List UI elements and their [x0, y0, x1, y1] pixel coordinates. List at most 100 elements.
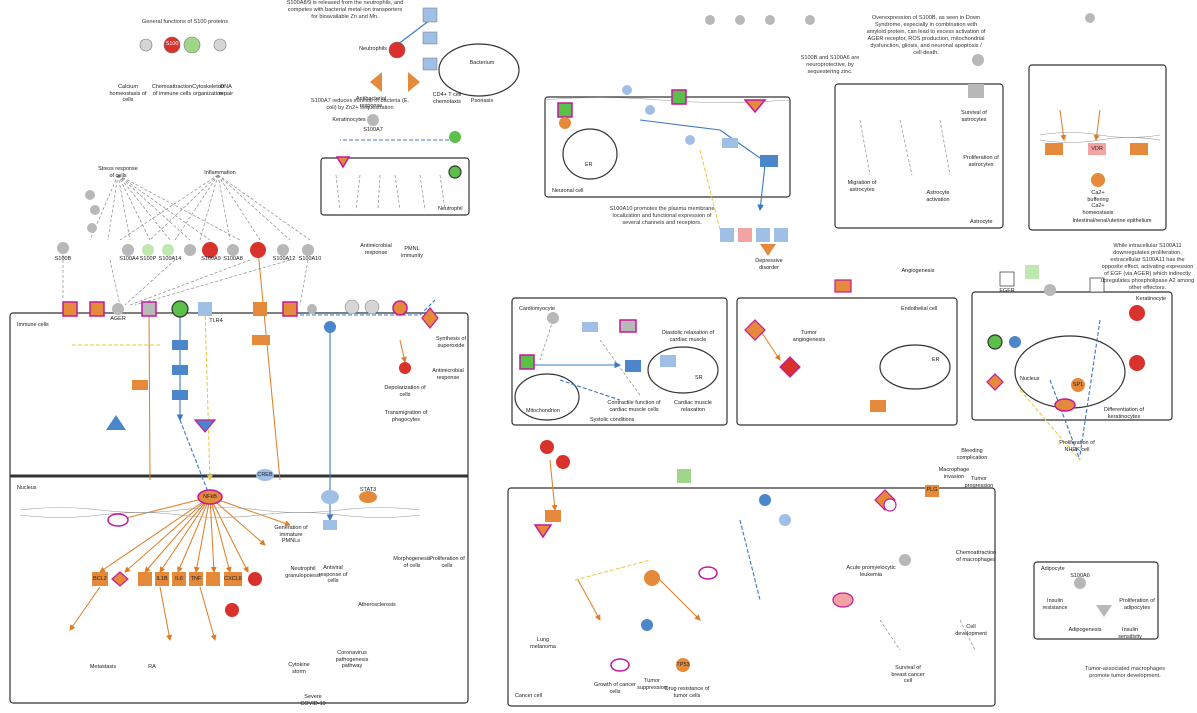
node-antibacterial-2[interactable]: [408, 72, 420, 92]
node-blue-330[interactable]: [324, 321, 336, 333]
node-s100a10-row[interactable]: [302, 244, 314, 256]
node-misc-3[interactable]: [685, 135, 695, 145]
node-s100b-astro[interactable]: [972, 54, 984, 66]
node-cancer-magenta-2[interactable]: [610, 658, 630, 672]
node-misc-7[interactable]: [805, 15, 815, 25]
node-estrogen[interactable]: [1130, 143, 1148, 155]
node-tp53[interactable]: [676, 658, 690, 672]
node-s100-general-2[interactable]: [183, 36, 201, 54]
node-tgf-kera[interactable]: [1025, 265, 1039, 279]
node-stat3[interactable]: [359, 491, 377, 503]
node-receptor-2[interactable]: [89, 301, 105, 317]
node-cancer-blue-4[interactable]: [883, 498, 897, 512]
node-blue-203[interactable]: [193, 419, 217, 433]
node-cancer-red-1[interactable]: [540, 440, 554, 454]
node-il8[interactable]: [206, 572, 220, 586]
node-atp2a[interactable]: [660, 355, 676, 367]
node-stress-2[interactable]: [90, 205, 100, 215]
node-il1b[interactable]: [155, 572, 169, 586]
node-misc-1[interactable]: [622, 85, 632, 95]
node-caspase[interactable]: [106, 415, 126, 430]
node-ryr[interactable]: [625, 360, 641, 372]
node-receptor-3[interactable]: [141, 301, 157, 317]
node-cardio-prox[interactable]: [619, 319, 637, 333]
node-nfkb[interactable]: [197, 489, 223, 505]
node-stress-3[interactable]: [87, 223, 97, 233]
node-endo-4[interactable]: [870, 400, 886, 412]
node-blue-330-nuc[interactable]: [321, 490, 339, 504]
node-receptor-4[interactable]: [198, 302, 212, 316]
node-neutrophil-receptor[interactable]: [335, 156, 351, 169]
node-cancer-tri-1[interactable]: [533, 524, 553, 539]
node-cancer-orange-1[interactable]: [545, 510, 561, 522]
node-bcl2[interactable]: [92, 572, 108, 586]
node-annexin[interactable]: [344, 299, 360, 315]
node-blue-mid-2[interactable]: [172, 365, 188, 375]
node-ager-kera[interactable]: [1089, 277, 1105, 293]
node-endo-3[interactable]: [779, 356, 801, 378]
node-blue-mid-3[interactable]: [172, 390, 188, 400]
node-neuro-2[interactable]: [559, 117, 571, 129]
node-bacterial-1[interactable]: [422, 7, 438, 23]
node-trpc[interactable]: [720, 228, 734, 242]
node-tp53-adipo[interactable]: [1096, 605, 1112, 617]
node-orange-jnk[interactable]: [132, 380, 148, 390]
node-smad2[interactable]: [832, 592, 854, 608]
node-red-kera-2[interactable]: [1129, 355, 1145, 371]
node-traf2[interactable]: [252, 335, 270, 345]
node-s100a8-row[interactable]: [227, 244, 239, 256]
node-s100a12-row[interactable]: [277, 244, 289, 256]
node-ager-astro[interactable]: [968, 84, 984, 98]
node-red-230[interactable]: [225, 603, 239, 617]
node-red-kera-1[interactable]: [1129, 305, 1145, 321]
node-receptor-6[interactable]: [282, 301, 298, 317]
node-cardio-blue[interactable]: [582, 322, 598, 332]
node-green-neutrophil-1[interactable]: [449, 131, 461, 143]
node-magenta-118[interactable]: [107, 513, 129, 527]
node-scn10a[interactable]: [774, 228, 788, 242]
node-misc-8[interactable]: [1085, 13, 1095, 23]
node-cdkn1a[interactable]: [1054, 398, 1076, 412]
node-receptor-1[interactable]: [62, 301, 78, 317]
node-cancer-grey-1[interactable]: [899, 554, 911, 566]
node-cardio-1[interactable]: [519, 354, 535, 370]
node-s100a14-row[interactable]: [162, 244, 174, 256]
node-antibacterial-1[interactable]: [370, 72, 382, 92]
node-blue-tek[interactable]: [323, 520, 337, 530]
node-htr1b[interactable]: [307, 304, 317, 314]
node-misc-5[interactable]: [735, 15, 745, 25]
node-cancer-red-2[interactable]: [556, 455, 570, 469]
node-misc-6[interactable]: [765, 15, 775, 25]
node-s100a11-kera[interactable]: [1044, 284, 1056, 296]
node-kera-magenta[interactable]: [986, 373, 1004, 391]
node-s100a9-depol[interactable]: [399, 362, 411, 374]
node-s100a1-cardio[interactable]: [547, 312, 559, 324]
node-neuro-blue[interactable]: [722, 138, 738, 148]
node-cancer-magenta-1[interactable]: [698, 566, 718, 580]
node-s100g[interactable]: [1091, 173, 1105, 187]
node-cancer-blue-2[interactable]: [779, 514, 791, 526]
node-il3[interactable]: [138, 572, 152, 586]
node-cxcl8[interactable]: [224, 572, 242, 586]
node-neuro-1[interactable]: [557, 102, 573, 118]
node-receptor-5[interactable]: [253, 302, 267, 316]
node-s100a16[interactable]: [1074, 577, 1086, 589]
node-neuro-tri[interactable]: [743, 99, 767, 114]
node-green-neutrophil-2[interactable]: [448, 165, 462, 179]
node-ca2-right[interactable]: [213, 38, 227, 52]
node-misc-2[interactable]: [645, 105, 655, 115]
node-s100a4-row[interactable]: [122, 244, 134, 256]
node-blue-kera[interactable]: [1009, 336, 1021, 348]
node-sp1[interactable]: [1071, 378, 1085, 392]
node-bacterial-2[interactable]: [422, 31, 438, 45]
node-blue-mid-1[interactable]: [172, 340, 188, 350]
node-plg[interactable]: [925, 485, 939, 497]
node-endo-1[interactable]: [744, 319, 766, 341]
node-cancer-green[interactable]: [677, 469, 691, 483]
node-s100a10-immune[interactable]: [364, 299, 380, 315]
node-cancer-blue-3[interactable]: [641, 619, 653, 631]
node-depressive[interactable]: [760, 244, 776, 256]
node-creb[interactable]: [256, 469, 274, 481]
node-s100b-row[interactable]: [57, 242, 69, 254]
node-vdr[interactable]: [1088, 143, 1106, 155]
